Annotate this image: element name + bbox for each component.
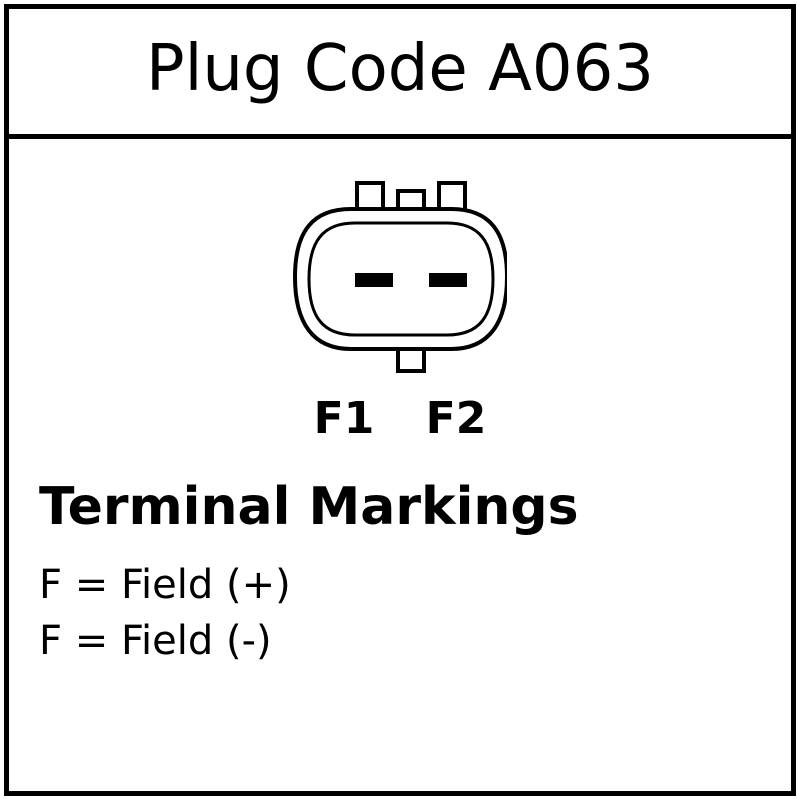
terminal-markings-heading: Terminal Markings bbox=[39, 477, 579, 537]
terminal-legend: F = Field (+) F = Field (-) bbox=[39, 557, 291, 669]
legend-line-field-negative: F = Field (-) bbox=[39, 618, 272, 664]
diagram-frame: Plug Code A063 F1 F2 Terminal Markings F… bbox=[4, 4, 796, 796]
connector-inner-body bbox=[307, 221, 495, 337]
legend-line-field-positive: F = Field (+) bbox=[39, 562, 291, 608]
title-bar: Plug Code A063 bbox=[9, 9, 791, 139]
pin-f1 bbox=[355, 273, 393, 287]
page-title: Plug Code A063 bbox=[145, 31, 655, 106]
pin-f2 bbox=[429, 273, 467, 287]
terminal-label-f1: F1 bbox=[313, 393, 375, 444]
top-left-tab bbox=[355, 181, 385, 213]
top-right-tab bbox=[437, 181, 467, 213]
two-pin-connector-icon bbox=[293, 181, 507, 373]
terminal-labels: F1 F2 bbox=[9, 397, 791, 441]
terminal-label-f2: F2 bbox=[425, 393, 487, 444]
